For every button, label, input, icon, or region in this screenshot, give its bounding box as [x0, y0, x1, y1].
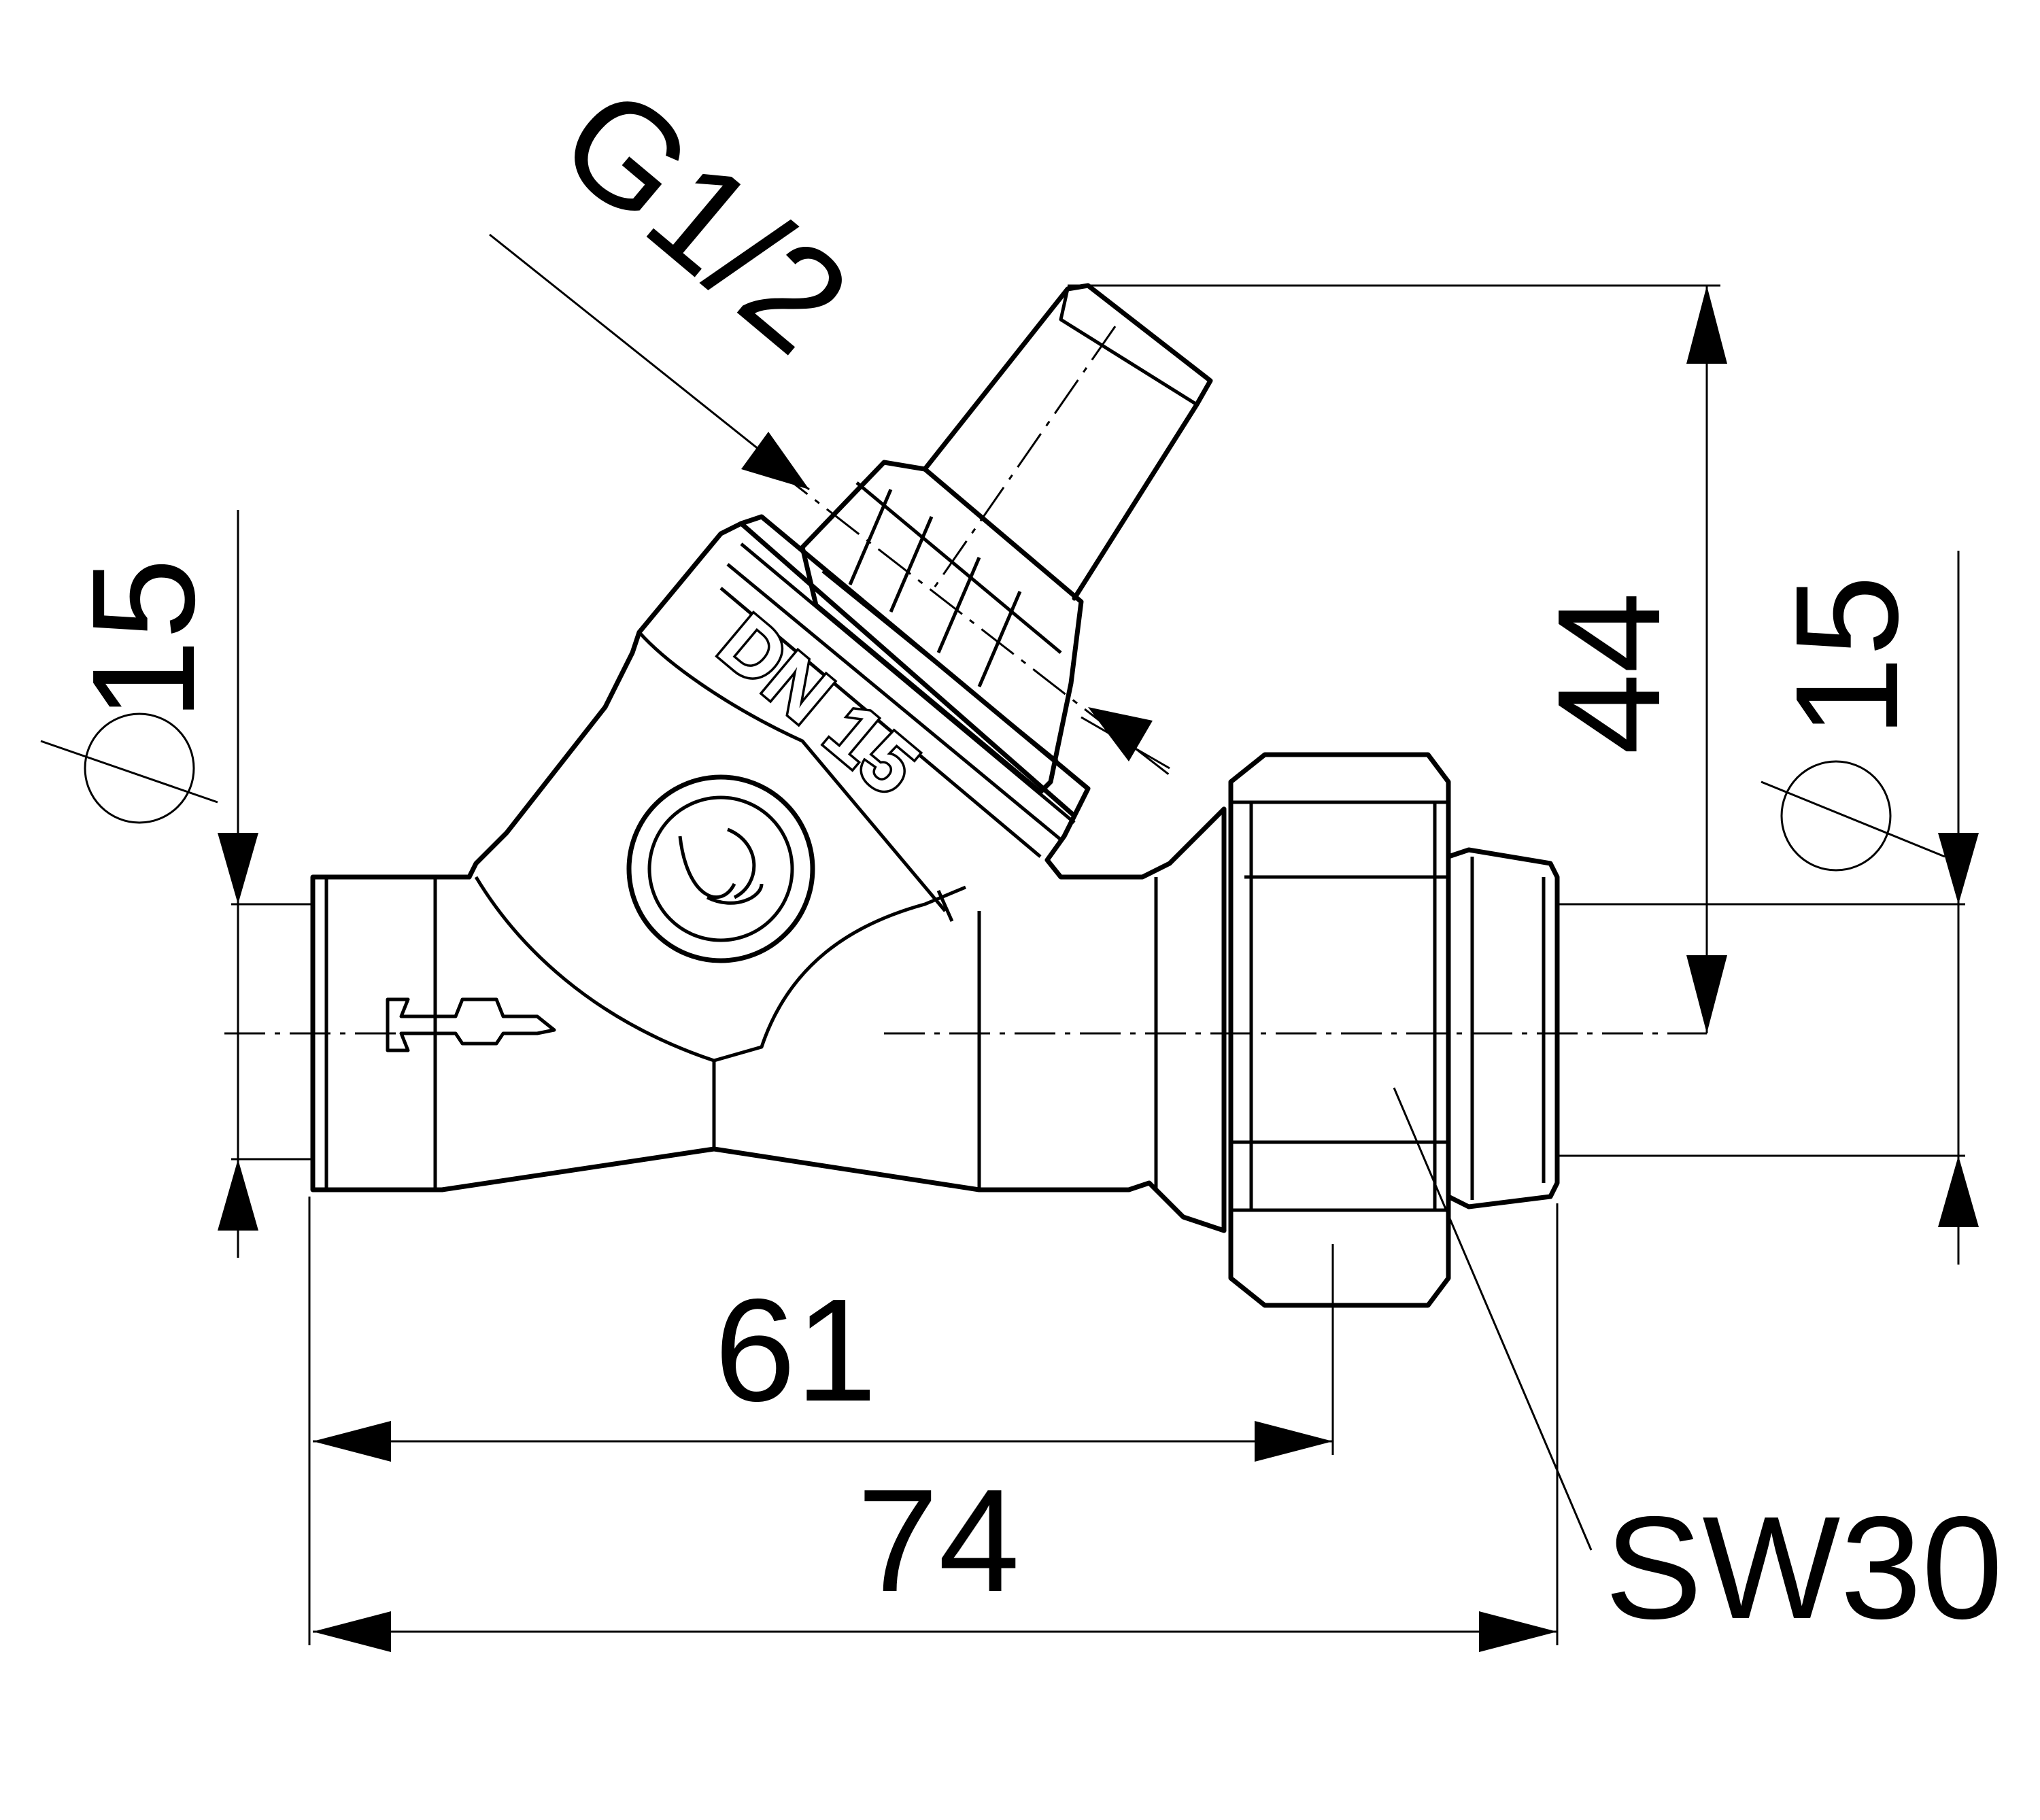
cap-hex-nut: [800, 460, 1084, 795]
dim-diameter-left-label: 15: [61, 558, 225, 721]
union-nut: [1221, 752, 1451, 1308]
dim-diameter-left: 15: [40, 510, 313, 1258]
dim-diameter-right: 15: [1557, 551, 1979, 1265]
body-lower-contour: [439, 1146, 1227, 1233]
body-upper-contour: [466, 521, 1227, 880]
dim-diameter-right-label: 15: [1765, 575, 1928, 738]
dim-wrench-size: SW30: [1393, 1087, 2003, 1649]
dim-length-total: 74: [308, 1197, 1559, 1652]
dim-thread-label: G1/2: [530, 55, 879, 384]
dim-length-inner: 61: [313, 1244, 1334, 1462]
dim-height-label: 44: [1527, 592, 1690, 755]
manufacturer-logo: [626, 774, 815, 963]
flow-arrow-icon: [386, 997, 556, 1052]
spindle: [922, 283, 1213, 601]
dim-length-total-label: 74: [857, 1458, 1019, 1622]
dim-length-inner-label: 61: [714, 1268, 877, 1432]
dim-wrench-size-label: SW30: [1605, 1486, 2003, 1649]
dim-height: 44: [1068, 284, 1727, 1033]
tailpiece: [1446, 847, 1560, 1209]
